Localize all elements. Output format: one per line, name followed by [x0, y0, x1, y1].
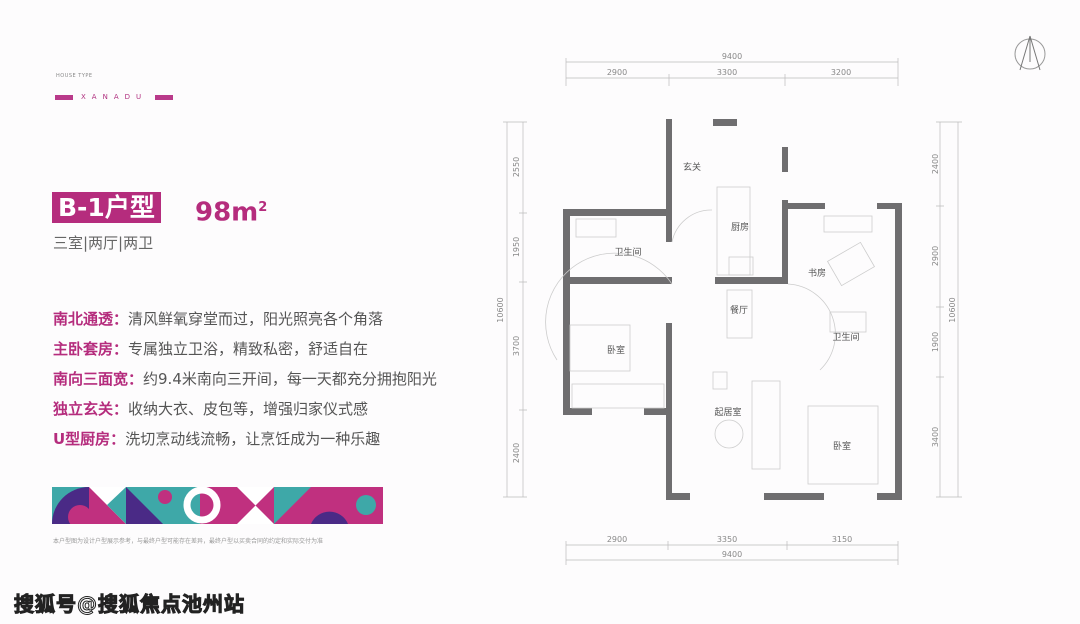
dim-left-total: 10600	[496, 297, 505, 322]
feature-item: 南向三面宽：约9.4米南向三开间，每一天都充分拥抱阳光	[53, 364, 437, 394]
feature-key: 南向三面宽：	[53, 370, 144, 388]
house-type-label: HOUSE TYPE	[56, 73, 93, 79]
feature-value: 专属独立卫浴，精致私密，舒适自在	[128, 340, 369, 358]
furniture	[545, 186, 879, 485]
dim-top: 2900	[607, 68, 627, 77]
dim-top: 3200	[831, 68, 851, 77]
room-label-kitchen: 厨房	[731, 221, 749, 233]
dim-bottom: 3150	[832, 535, 852, 544]
room-label-study: 书房	[808, 267, 826, 279]
area-value: 98m	[195, 197, 259, 228]
unit-layout: 三室|两厅|两卫	[53, 234, 154, 252]
dim-bottom: 2900	[607, 535, 627, 544]
feature-value: 清风鲜氧穿堂而过，阳光照亮各个角落	[128, 310, 384, 328]
dim-top-total: 9400	[722, 52, 742, 61]
brand-name: XANADU	[81, 93, 148, 101]
feature-value: 收纳大衣、皮包等，增强归家仪式感	[128, 400, 369, 418]
dim-right: 2400	[931, 154, 940, 174]
feature-item: U型厨房：洗切烹动线流畅，让烹饪成为一种乐趣	[53, 424, 437, 454]
feature-item: 独立玄关：收纳大衣、皮包等，增强归家仪式感	[53, 394, 437, 424]
brand-logo: XANADU	[55, 93, 174, 101]
feature-key: U型厨房：	[53, 430, 126, 448]
feature-value: 约9.4米南向三开间，每一天都充分拥抱阳光	[143, 370, 437, 388]
dim-bottom: 3350	[717, 535, 737, 544]
room-label-bedroom-right: 卧室	[833, 440, 851, 452]
room-label-living: 起居室	[714, 406, 741, 418]
unit-area: 98m2	[195, 192, 267, 229]
dim-top: 3300	[717, 68, 737, 77]
decorative-pattern-banner	[52, 487, 383, 524]
room-label-dining: 餐厅	[730, 304, 748, 316]
dim-left: 2550	[512, 157, 521, 177]
watermark: 搜狐号@搜狐焦点池州站	[14, 592, 245, 617]
feature-key: 南北通透：	[53, 310, 129, 328]
dim-right-total: 10600	[948, 297, 957, 322]
feature-value: 洗切烹动线流畅，让烹饪成为一种乐趣	[125, 430, 381, 448]
walls	[563, 119, 902, 500]
feature-key: 独立玄关：	[53, 400, 129, 418]
dim-right: 2900	[931, 246, 940, 266]
room-label-bedroom-left: 卧室	[607, 344, 625, 356]
dimension-lines	[503, 58, 962, 565]
disclaimer: 本户型图为设计户型展示参考，与最终户型可能存在差异，最终户型以买卖合同的约定和实…	[53, 538, 324, 545]
dim-right: 3400	[931, 427, 940, 447]
dim-left: 3700	[512, 336, 521, 356]
feature-item: 主卧套房：专属独立卫浴，精致私密，舒适自在	[53, 334, 437, 364]
feature-item: 南北通透：清风鲜氧穿堂而过，阳光照亮各个角落	[53, 304, 437, 334]
area-unit-sup: 2	[258, 200, 268, 215]
dim-bottom-total: 9400	[722, 550, 742, 559]
dim-right: 1900	[931, 332, 940, 352]
unit-name: B-1户型	[52, 192, 161, 223]
room-label-bath-right: 卫生间	[832, 331, 859, 343]
compass-icon	[1014, 35, 1046, 71]
feature-list: 南北通透：清风鲜氧穿堂而过，阳光照亮各个角落 主卧套房：专属独立卫浴，精致私密，…	[53, 304, 437, 454]
room-label-entry: 玄关	[683, 161, 701, 173]
feature-key: 主卧套房：	[53, 340, 129, 358]
room-label-bath-left: 卫生间	[614, 246, 641, 258]
dim-left: 2400	[512, 443, 521, 463]
dim-left: 1950	[512, 237, 521, 257]
